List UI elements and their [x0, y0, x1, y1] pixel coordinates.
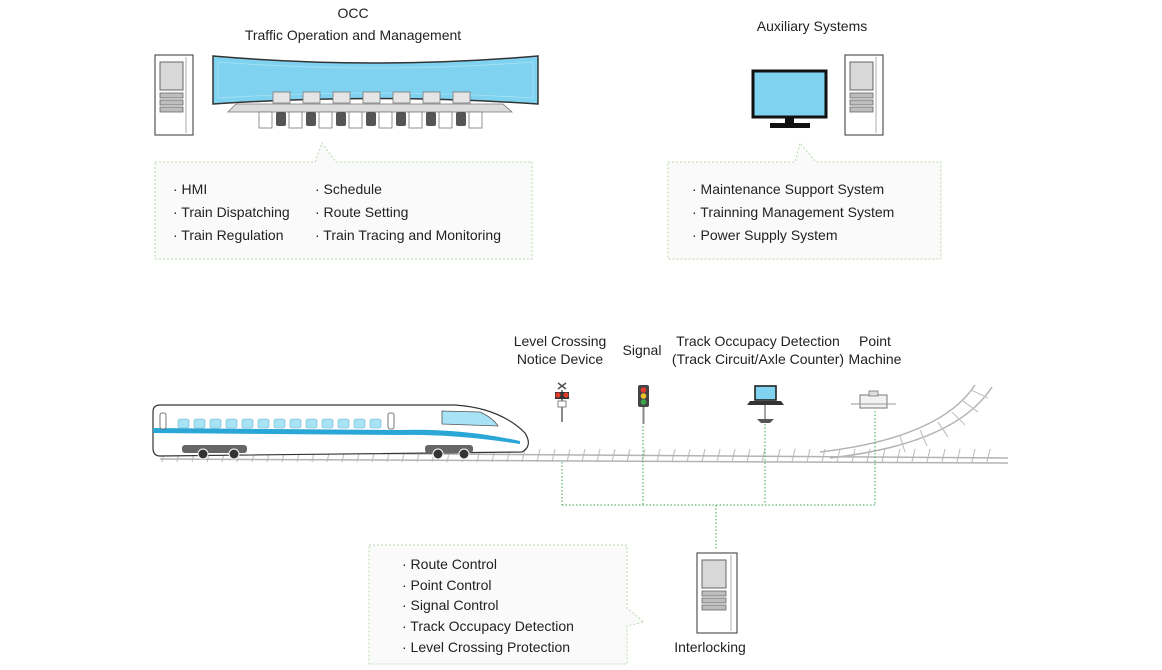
interlocking-label: Interlocking: [674, 639, 746, 655]
point-machine-label-line2: Machine: [848, 351, 902, 367]
signal-icon: [638, 385, 649, 424]
level-crossing-label-line1: Level Crossing: [513, 333, 607, 349]
level-crossing-device-icon: [555, 382, 569, 422]
auxiliary-server-icon: [844, 54, 884, 136]
occ-server-icon: [154, 54, 194, 136]
connection-lines: [561, 411, 876, 550]
interlocking-feature-point: · Point Control: [402, 577, 492, 593]
point-machine-icon: [851, 390, 896, 409]
occ-subtitle: Traffic Operation and Management: [244, 27, 462, 43]
occ-feature-hmi: · HMI: [173, 181, 208, 197]
auxiliary-title: Auxiliary Systems: [756, 18, 868, 34]
signal-label: Signal: [622, 342, 662, 358]
occ-feature-tracing: · Train Tracing and Monitoring: [315, 227, 501, 243]
aux-feature-power: · Power Supply System: [692, 227, 838, 243]
occ-feature-route-setting: · Route Setting: [315, 204, 409, 220]
track-occupancy-label-line1: Track Occupacy Detection: [676, 333, 840, 349]
interlocking-feature-signal: · Signal Control: [402, 597, 499, 613]
occ-title: OCC: [337, 5, 369, 21]
interlocking-feature-level-crossing: · Level Crossing Protection: [402, 639, 571, 655]
point-machine-label-line1: Point: [859, 333, 891, 349]
interlocking-feature-occupancy: · Track Occupacy Detection: [402, 618, 574, 634]
occ-callout-box: [154, 141, 533, 260]
train-icon: [152, 404, 529, 460]
track-detection-icon: [747, 385, 784, 423]
aux-feature-training: · Trainning Management System: [692, 204, 895, 220]
auxiliary-callout-box: [667, 141, 942, 260]
interlocking-feature-route: · Route Control: [402, 556, 497, 572]
interlocking-server-icon: [696, 552, 738, 634]
monitor-icon: [751, 69, 828, 128]
occ-feature-regulation: · Train Regulation: [173, 227, 284, 243]
occ-feature-dispatching: · Train Dispatching: [173, 204, 290, 220]
track-occupancy-label-line2: (Track Circuit/Axle Counter): [671, 351, 845, 367]
branch-ties: [899, 389, 989, 453]
aux-feature-maintenance: · Maintenance Support System: [692, 181, 885, 197]
level-crossing-label-line2: Notice Device: [516, 351, 604, 367]
interlocking-callout-box: [368, 544, 646, 665]
occ-feature-schedule: · Schedule: [315, 181, 382, 197]
operator-consoles-icon: [227, 91, 514, 129]
branch-track: [819, 384, 993, 459]
